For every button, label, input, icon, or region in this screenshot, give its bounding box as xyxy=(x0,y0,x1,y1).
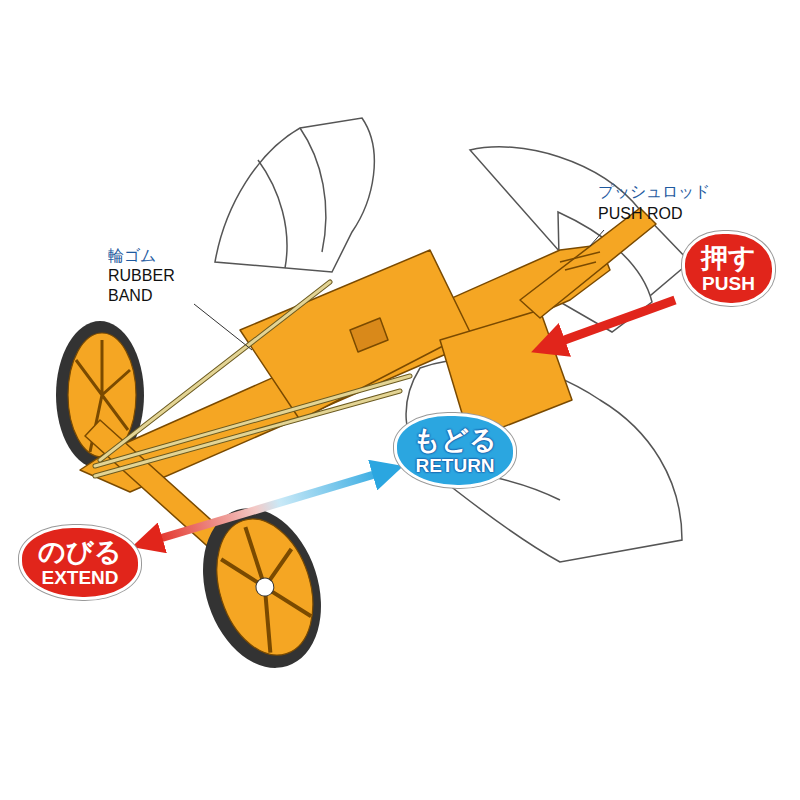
detail xyxy=(350,318,388,352)
extend-badge: のびるEXTEND xyxy=(19,525,141,600)
part-name-ja: 輪ゴム xyxy=(108,246,156,266)
badge-text: PUSH xyxy=(701,273,756,295)
finger xyxy=(300,128,326,252)
badge-text: RETURN xyxy=(413,455,497,477)
badge-text: EXTEND xyxy=(38,567,122,589)
part-name: RUBBER BAND xyxy=(108,266,188,306)
band xyxy=(95,282,410,476)
detail xyxy=(560,252,600,270)
hand-top xyxy=(215,118,374,272)
double-arrow xyxy=(147,470,388,542)
chassis xyxy=(80,208,656,616)
push-arrow xyxy=(548,300,675,346)
hub xyxy=(254,576,277,599)
part-name: PUSH ROD xyxy=(598,204,682,224)
rubber-band xyxy=(95,282,410,476)
badge-text-ja: のびる xyxy=(38,536,122,567)
part-name-ja: プッシュロッド xyxy=(598,182,710,202)
return-badge: もどるRETURN xyxy=(394,413,516,488)
badge-text-ja: もどる xyxy=(413,424,497,455)
band xyxy=(95,282,410,476)
leader-line xyxy=(194,304,252,350)
rim xyxy=(200,507,329,668)
badge-text-ja: 押す xyxy=(701,242,756,273)
spokes xyxy=(214,516,320,658)
center-block xyxy=(240,250,470,420)
frame xyxy=(80,245,610,492)
push-rod xyxy=(520,208,656,318)
finger xyxy=(258,160,287,268)
leader-line xyxy=(590,230,604,246)
push-badge: 押すPUSH xyxy=(682,231,775,306)
